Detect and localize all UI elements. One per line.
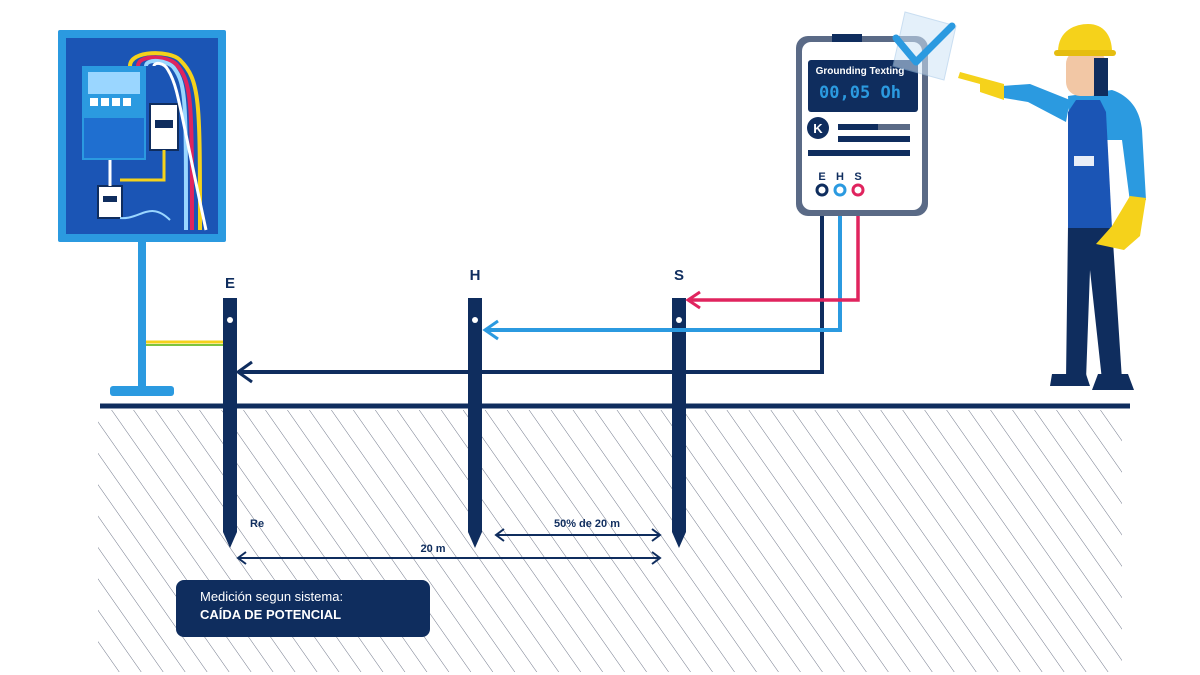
re-label: Re (250, 518, 264, 530)
electrode-s-label: S (674, 267, 684, 284)
terminal-e-jack (815, 183, 829, 197)
electrode-s (672, 298, 686, 548)
dimension-total (236, 551, 662, 565)
meter-title: Grounding Texting (816, 66, 905, 77)
electrical-panel (58, 30, 226, 396)
caption-line2: CAÍDA DE POTENCIAL (200, 607, 341, 622)
terminal-s-jack (851, 183, 865, 197)
terminal-h-label: H (836, 171, 844, 183)
check-icon (892, 11, 957, 81)
distance-half-label: 50% de 20 m (554, 518, 620, 530)
lead-e (238, 192, 824, 374)
dimension-half (494, 528, 662, 542)
lead-s (688, 192, 860, 302)
technician-figure (958, 24, 1146, 390)
caption-line1: Medición segun sistema: (200, 589, 343, 604)
meter-screen (808, 60, 918, 112)
small-breaker (97, 185, 123, 219)
brand-letter: K (813, 121, 823, 136)
electrode-e-label: E (225, 275, 235, 292)
electrode-h-label: H (470, 267, 481, 284)
terminal-h-jack (833, 183, 847, 197)
electrode-h (468, 298, 482, 548)
meter-reading: 00,05 Oh (819, 83, 901, 103)
distance-total-label: 20 m (420, 543, 445, 555)
lead-h (485, 192, 842, 332)
ground-tester (796, 34, 928, 216)
electrode-e (223, 298, 237, 548)
terminal-s-label: S (854, 171, 861, 183)
brand-logo (807, 117, 829, 139)
caption-box (176, 580, 430, 637)
terminal-e-label: E (818, 171, 825, 183)
